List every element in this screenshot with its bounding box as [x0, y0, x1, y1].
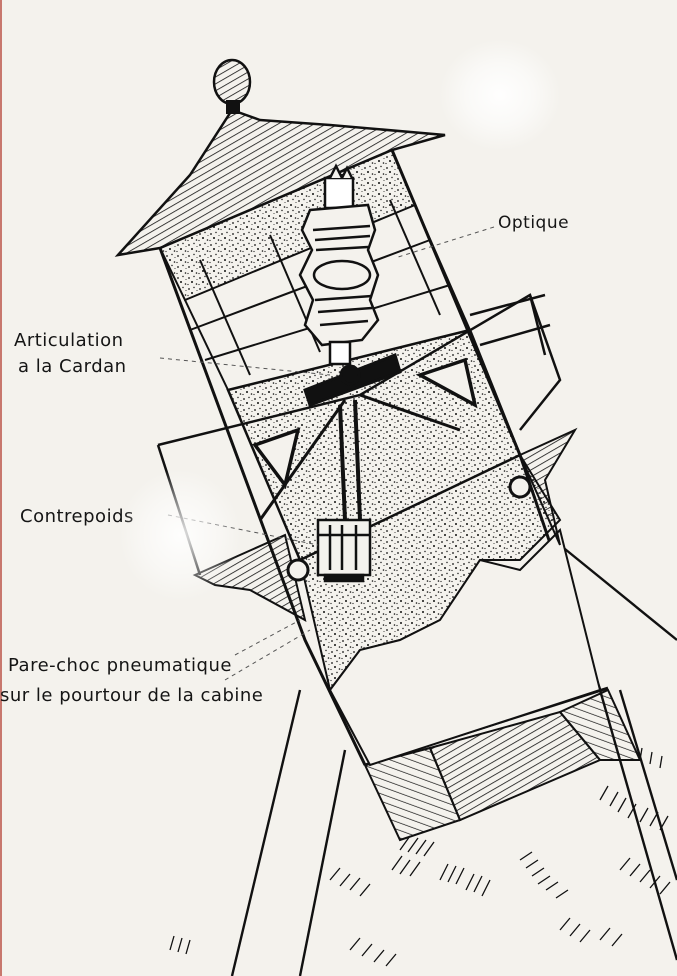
right-bracket [518, 427, 578, 546]
tower-lower-hatching [363, 688, 642, 842]
struts [258, 393, 461, 521]
left-bracket [192, 533, 307, 622]
roof [114, 108, 446, 257]
grass-hatches [169, 747, 671, 967]
label-articulation-line1: Articulation [14, 330, 124, 351]
cabin-lower-white [328, 528, 602, 767]
frame-edge [0, 0, 2, 976]
optic-lens [298, 163, 380, 366]
left-bumper [286, 558, 310, 582]
label-articulation-line2: a la Cardan [18, 356, 127, 377]
roof-finial [212, 58, 252, 114]
counterweight [316, 518, 372, 583]
label-contrepoids: Contrepoids [20, 506, 134, 527]
triangular-gussets [252, 357, 478, 490]
label-optique: Optique [498, 213, 570, 233]
label-pare-choc-line2: sur le pourtour de la cabine [0, 685, 264, 706]
label-pare-choc-line1: Pare-choc pneumatique [8, 655, 232, 676]
right-bumper [508, 475, 532, 499]
